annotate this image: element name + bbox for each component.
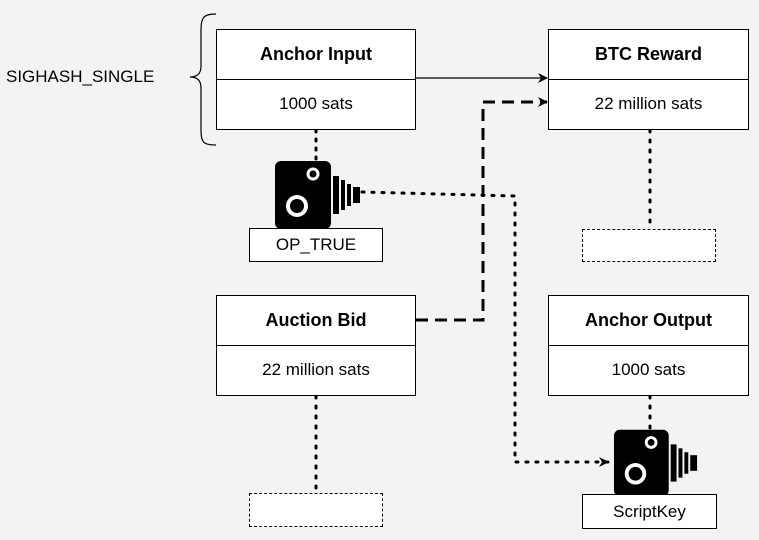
bid-input-placeholder: [249, 493, 383, 527]
sighash-label: SIGHASH_SINGLE: [6, 67, 155, 86]
anchor-output-value: 1000 sats: [611, 360, 686, 379]
camera-icon: [275, 161, 360, 229]
edge-bid-to-reward: [416, 97, 548, 322]
btc-reward-value: 22 million sats: [594, 94, 703, 113]
script-key-label: ScriptKey: [582, 494, 717, 529]
anchor-input-title: Anchor Input: [217, 30, 415, 80]
anchor-input-value: 1000 sats: [279, 94, 353, 113]
camera-icon: [613, 429, 698, 497]
btc-reward-box: BTC Reward 22 million sats: [548, 29, 749, 130]
btc-reward-title: BTC Reward: [549, 30, 748, 80]
auction-bid-box: Auction Bid 22 million sats: [216, 295, 416, 396]
anchor-output-title: Anchor Output: [549, 296, 748, 346]
anchor-output-box: Anchor Output 1000 sats: [548, 295, 749, 396]
op-true-label: OP_TRUE: [249, 228, 383, 262]
sighash-brace: [189, 13, 217, 146]
reward-output-placeholder: [582, 229, 716, 262]
auction-bid-value: 22 million sats: [262, 360, 370, 379]
auction-bid-title: Auction Bid: [217, 296, 415, 346]
anchor-input-box: Anchor Input 1000 sats: [216, 29, 416, 130]
